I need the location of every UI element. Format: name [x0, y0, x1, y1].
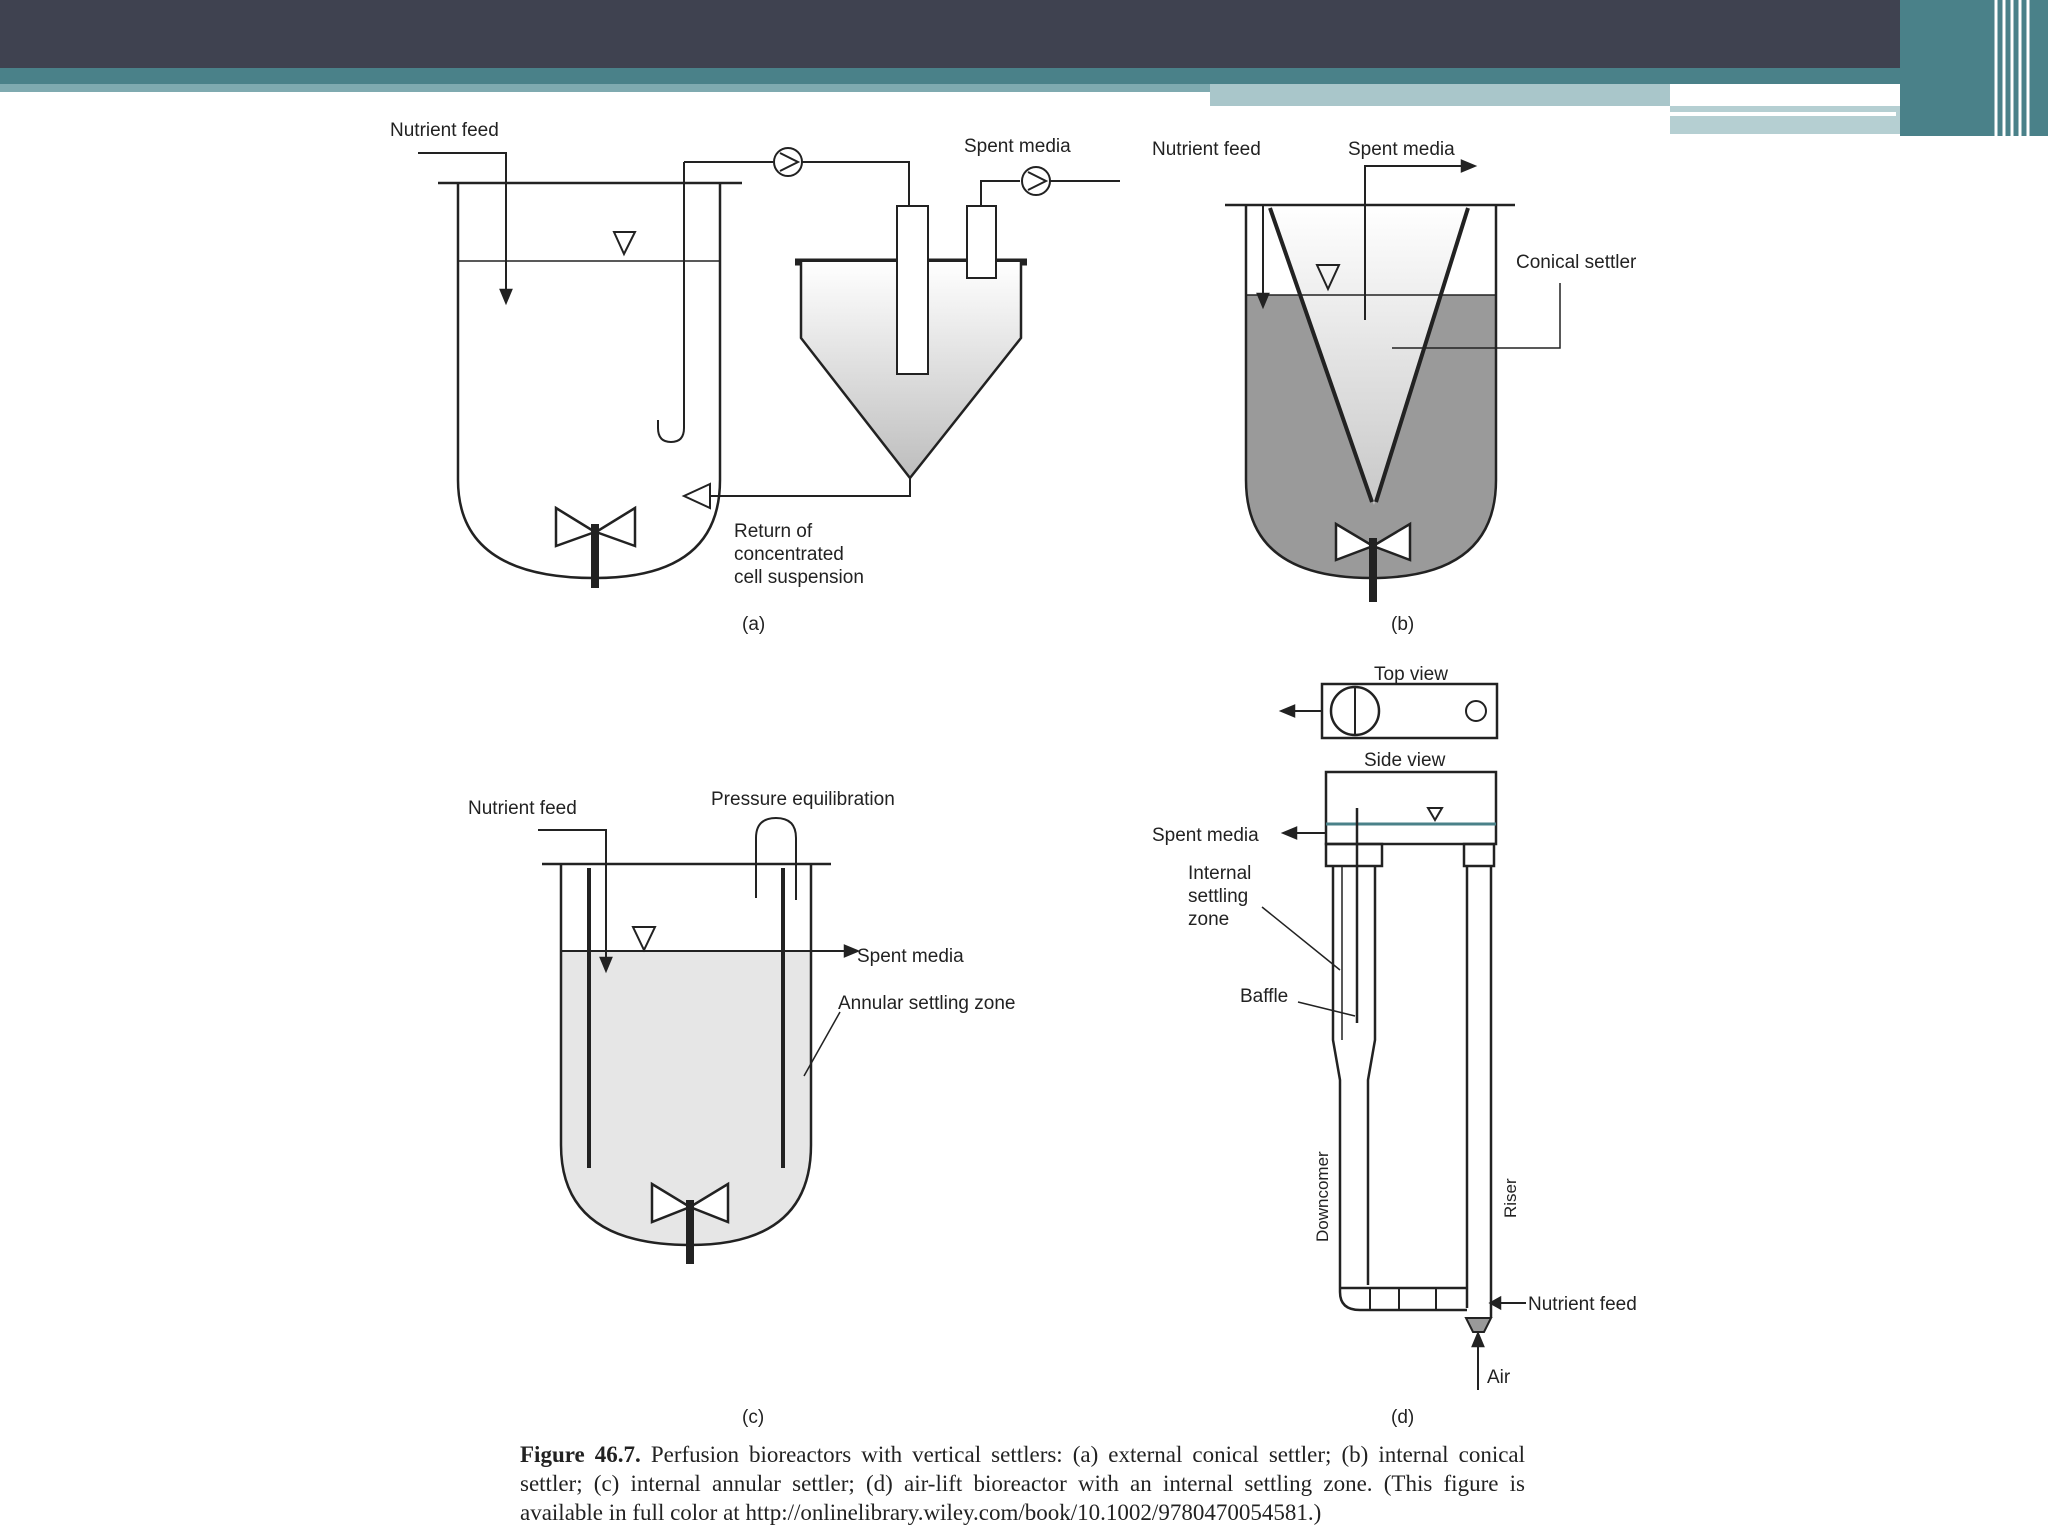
figure-caption: Figure 46.7. Perfusion bioreactors with … — [520, 1440, 1525, 1527]
panel-d-spent-media-label: Spent media — [1152, 825, 1259, 846]
panel-c-liquid — [561, 951, 811, 1245]
panel-d-top-view-box — [1320, 682, 1499, 740]
panel-a-return-line — [710, 478, 911, 497]
panel-d-labels: Top view Side view Spent media Internal … — [1152, 664, 1637, 1428]
panel-b-spent-arrowhead — [1460, 159, 1478, 173]
panel-b-cone-right-wall — [1374, 207, 1470, 503]
panel-a-feed-pipe — [418, 152, 507, 296]
panel-b-feed-arrowhead — [1256, 292, 1270, 310]
panel-d-downcomer-label: Downcomer — [1313, 1151, 1332, 1242]
panel-c-pressure-tube — [755, 816, 797, 900]
slide-header — [0, 0, 2048, 136]
panel-d-baffle-label: Baffle — [1240, 986, 1288, 1007]
panel-b-cone-interior — [1267, 205, 1468, 505]
panel-a-return-label-1: Return of — [734, 521, 813, 542]
panel-c-annular-label: Annular settling zone — [838, 993, 1015, 1014]
panel-d-internal-label-1: Internal — [1188, 863, 1251, 884]
panel-b-impeller — [1334, 521, 1412, 562]
panel-c-spent-arrowhead — [843, 944, 861, 958]
panel-d-internal-label-2: settling — [1188, 886, 1248, 907]
panel-d-level-marker — [1426, 807, 1444, 822]
panel-a-return-label-2: concentrated — [734, 544, 844, 565]
panel-d-caption-letter: (d) — [1391, 1407, 1414, 1428]
panel-a-return-label-3: cell suspension — [734, 567, 864, 588]
panel-a-return-arrowhead — [681, 482, 711, 510]
panel-d-internal-label-3: zone — [1188, 909, 1229, 930]
header-vertical-lines — [1994, 0, 2030, 136]
panel-a-caption-letter: (a) — [742, 614, 765, 635]
panel-d-air-label: Air — [1487, 1367, 1511, 1388]
panel-d-top-view-circle-small — [1465, 700, 1487, 722]
panel-c-nutrient-feed-label: Nutrient feed — [468, 798, 577, 819]
panel-d-nutrient-feed-label: Nutrient feed — [1528, 1294, 1637, 1315]
panel-c-feed-arrowhead — [599, 956, 613, 974]
panel-c-impeller — [650, 1181, 730, 1224]
panel-d-top-view-arrowhead — [1278, 704, 1296, 718]
panel-a-feed-arrowhead — [499, 288, 513, 306]
panel-d-downcomer-right-wall — [1366, 866, 1377, 1285]
header-stripe-mid — [1210, 84, 1670, 106]
panel-c — [538, 816, 861, 1264]
panel-c-level-marker — [631, 926, 657, 953]
panel-d-riser-collar — [1462, 842, 1496, 868]
panel-a-labels: Nutrient feed Spent media Return of conc… — [390, 120, 1071, 635]
panel-d-downcomer-collar — [1324, 842, 1384, 868]
header-white-line — [1670, 112, 1896, 116]
panel-a — [418, 147, 1120, 588]
panel-d-riser-label: Riser — [1501, 1178, 1520, 1218]
panel-d-internal-leader — [1261, 906, 1341, 971]
panel-a-spent-outlet — [966, 205, 997, 279]
panel-a-pump-line-2 — [802, 161, 910, 206]
header-stripe-right — [1670, 106, 1900, 134]
panel-b-labels: Nutrient feed Spent media Conical settle… — [1152, 139, 1637, 635]
panel-b-spent-media-label: Spent media — [1348, 139, 1455, 160]
panel-c-caption-letter: (c) — [742, 1407, 764, 1428]
panel-c-pressure-label: Pressure equilibration — [711, 789, 895, 810]
header-stripe — [0, 68, 2048, 84]
panel-a-impeller — [554, 505, 637, 548]
panel-a-vessel — [456, 183, 722, 580]
panel-d-side-view-box — [1324, 770, 1498, 846]
panel-d-sparger — [1464, 1317, 1493, 1333]
panel-d-air-arrowhead — [1471, 1330, 1485, 1348]
panel-d-bottom-connector — [1340, 1286, 1467, 1312]
panel-d-downcomer-left-wall — [1331, 866, 1361, 1312]
header-bar — [0, 0, 2048, 68]
panel-a-settler-inner-tube — [896, 205, 929, 375]
panel-a-spent-line — [980, 180, 1020, 206]
panel-b-nutrient-feed-label: Nutrient feed — [1152, 139, 1261, 160]
panel-c-spent-media-label: Spent media — [857, 946, 964, 967]
panel-c-feed-pipe — [538, 829, 607, 962]
figure-caption-label: Figure 46.7. — [520, 1442, 641, 1467]
panel-d-spent-arrowhead — [1280, 826, 1298, 840]
panel-d-baffle-leader — [1297, 1001, 1356, 1017]
panel-b-level-marker — [1315, 264, 1341, 292]
panel-a-level-marker — [612, 231, 637, 257]
panel-b-caption-letter: (b) — [1391, 614, 1414, 635]
panel-b — [1225, 159, 1561, 602]
figure-caption-text: Perfusion bioreactors with vertical sett… — [520, 1442, 1526, 1525]
panel-a-spent-media-label: Spent media — [964, 136, 1071, 157]
panel-b-cone-left-wall — [1268, 207, 1374, 503]
panel-b-settler-leader — [1392, 283, 1561, 349]
panel-b-spent-pipe — [1364, 165, 1467, 320]
panel-a-dip-tube — [657, 162, 685, 444]
panel-d-feed-arrowhead — [1488, 1295, 1502, 1311]
panel-a-pump-1-mark — [779, 152, 801, 172]
panel-c-labels: Nutrient feed Pressure equilibration Spe… — [468, 789, 1015, 1428]
panel-d-side-view-label: Side view — [1364, 750, 1446, 771]
panel-a-pump-2-mark — [1027, 171, 1049, 191]
panel-d — [1261, 682, 1526, 1390]
panel-b-conical-settler-label: Conical settler — [1516, 252, 1637, 273]
panel-c-annular-leader — [803, 1011, 841, 1077]
panel-d-top-view-label: Top view — [1374, 664, 1448, 685]
header-stripe-light — [0, 84, 1210, 92]
panel-a-nutrient-feed-label: Nutrient feed — [390, 120, 499, 141]
header-right-block — [1900, 0, 2048, 136]
